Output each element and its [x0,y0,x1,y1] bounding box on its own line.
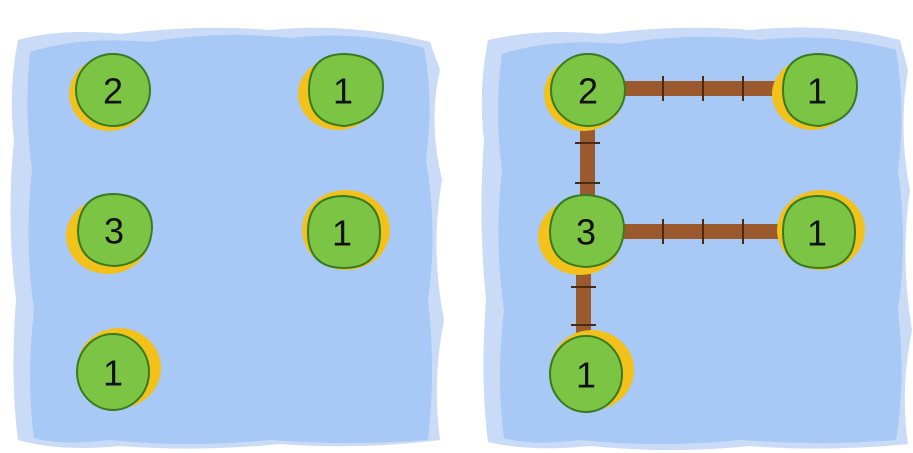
island-clue: 1 [332,213,352,254]
puzzle-panel: 2 1 3 1 1 [10,27,444,449]
island-clue: 2 [578,71,598,112]
island-clue: 2 [103,71,123,112]
bridge [620,219,788,244]
island-node: 1 [302,190,390,270]
island-clue: 1 [333,71,353,112]
island-node: 3 [538,193,626,275]
island-clue: 1 [807,213,827,254]
island-node: 3 [66,192,154,274]
island-clue: 3 [104,211,124,252]
bridge [620,76,788,101]
island-clue: 1 [807,71,827,112]
island-clue: 3 [576,212,596,253]
island-node: 1 [298,52,385,130]
island-node: 2 [544,53,626,131]
island-node: 1 [549,330,634,413]
island-node: 1 [76,328,161,411]
island-node: 2 [69,53,151,131]
island-clue: 1 [103,353,123,394]
island-node: 1 [772,52,859,130]
bridge [571,264,596,342]
island-node: 1 [777,190,865,270]
bridge [575,122,600,202]
island-clue: 1 [576,355,596,396]
solution-panel: 2 1 3 1 1 [481,27,912,451]
